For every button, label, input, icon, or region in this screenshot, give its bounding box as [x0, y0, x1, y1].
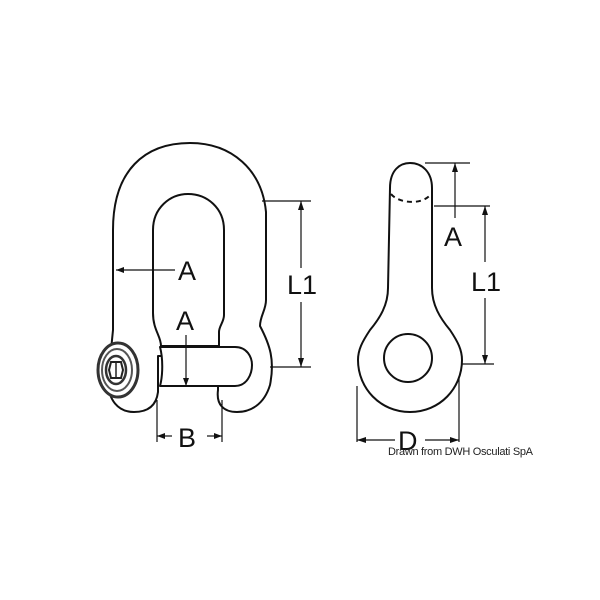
- label-b: B: [178, 423, 196, 453]
- side-view-eye-hole: [383, 333, 433, 383]
- shackle-inner-opening: [152, 193, 225, 347]
- label-a-wire: A: [178, 256, 196, 286]
- side-view-hidden-line: [390, 193, 432, 203]
- hex-socket-pin-head: [96, 341, 140, 399]
- dimension-d: D: [356, 378, 460, 456]
- label-l1-front: L1: [287, 270, 317, 300]
- credit-text: Drawn from DWH Osculati SpA: [388, 446, 534, 458]
- side-view: A L1 D Drawn from DWH Osculati SpA: [356, 162, 534, 458]
- dimension-l1-side: L1: [462, 206, 501, 365]
- dimension-a-side: A: [425, 162, 490, 252]
- label-d: D: [398, 426, 418, 456]
- label-a-pin: A: [176, 306, 194, 336]
- dimension-a-wire: A: [116, 256, 196, 286]
- hex-socket-icon: [107, 361, 125, 379]
- side-view-outline: [357, 162, 463, 413]
- front-view: A A L1 B: [96, 142, 317, 453]
- dimension-b: B: [156, 400, 223, 453]
- label-a-side: A: [444, 222, 462, 252]
- dimension-l1-front: L1: [262, 200, 317, 368]
- shackle-pin: [159, 346, 253, 387]
- dimension-a-pin: A: [176, 306, 194, 386]
- label-l1-side: L1: [471, 267, 501, 297]
